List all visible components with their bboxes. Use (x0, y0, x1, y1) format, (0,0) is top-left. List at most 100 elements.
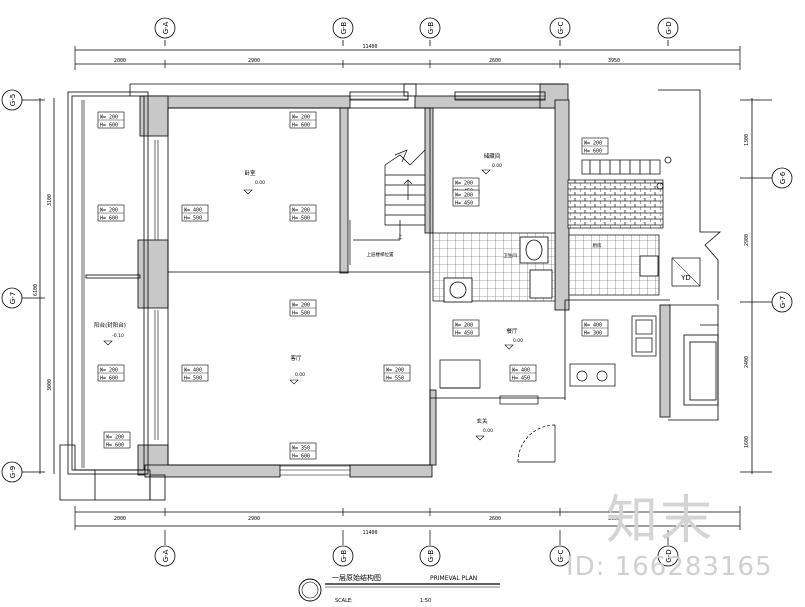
room-name: 储藏间 (484, 152, 501, 160)
window-height-text: H= 600 (100, 123, 118, 129)
window-width-text: W= 200 (386, 368, 404, 374)
axis-label: G-D (665, 549, 673, 562)
room-level: 0.00 (295, 372, 305, 378)
kitchen-fittings (439, 315, 657, 389)
dim-text: 2900 (248, 516, 260, 522)
dim-text: 6100 (33, 284, 39, 296)
dim-text: 11400 (362, 44, 377, 50)
bottom-dimension-lines (74, 506, 741, 545)
dim-text: 11400 (362, 530, 377, 536)
window-tag: W= 200 H= 600 (97, 364, 125, 382)
axis-label: G-5 (9, 94, 17, 106)
dim-text: 2600 (489, 58, 501, 64)
window-height-text: H= 600 (100, 376, 118, 382)
room-level: 0.00 (483, 428, 493, 434)
window-openings (280, 95, 545, 476)
axis-label: G-A (162, 22, 170, 35)
level-markers (103, 169, 514, 441)
window-tag: W= 400 H= 500 (181, 364, 209, 382)
window-height-text: H= 600 (584, 149, 602, 155)
dim-text: 1600 (744, 436, 750, 448)
axis-label: G-6 (779, 171, 787, 184)
stair-up-label: 上 (397, 233, 402, 240)
window-width-text: W= 200 (292, 208, 310, 214)
dim-text: 2000 (114, 516, 126, 522)
window-width-text: W= 200 (292, 303, 310, 309)
window-width-text: W= 200 (292, 115, 310, 121)
axis-bubble (332, 545, 354, 567)
dim-text: 1300 (744, 134, 750, 146)
window-width-text: W= 200 (584, 141, 602, 147)
axis-label: G-C (557, 549, 565, 562)
room-labels: 卧室 0.00 客厅 0.00 阳台(封阳台) -0.10 储藏间 0.00 餐… (94, 152, 602, 434)
bathroom-tiles (432, 232, 660, 303)
window-tags: W= 200 H= 600 W= 200 H= 600 W= 200 H= 600 W= 4… (97, 111, 609, 460)
window-height-text: H= 450 (455, 201, 473, 207)
window-height-text: H= 450 (512, 376, 530, 382)
staircase (349, 149, 426, 265)
window-width-text: W= 200 (100, 368, 118, 374)
room-level: 0.00 (492, 163, 502, 169)
scale-value: 1:50 (420, 598, 431, 604)
dim-text: 2900 (744, 234, 750, 246)
axis-label: G-B (340, 22, 348, 35)
window-height-text: H= 450 (455, 331, 473, 337)
window-height-text: H= 500 (292, 311, 310, 317)
axis-label: G-C (557, 21, 565, 34)
window-width-text: W= 400 (184, 208, 202, 214)
room-name: 卫生间 (503, 252, 517, 259)
room-level: -0.10 (112, 333, 124, 339)
scale-label: SCALE: (335, 598, 353, 604)
window-width-text: W= 400 (584, 323, 602, 329)
room-name: 阳台(封阳台) (94, 321, 126, 329)
window-tag: W= 400 H= 500 (181, 204, 209, 222)
window-height-text: H= 600 (292, 454, 310, 460)
window-height-text: H= 500 (184, 216, 202, 222)
axis-label: G-7 (779, 296, 787, 308)
dim-text: 2400 (744, 356, 750, 368)
dim-text: 3100 (47, 194, 53, 206)
yd-label: YD (680, 274, 691, 282)
drawing-title: 一层原始结构图 (332, 573, 381, 582)
watermark-logo: 知末 (606, 491, 715, 551)
left-axis-grid (1, 89, 55, 483)
axis-bubble (657, 17, 679, 39)
axis-bubble (419, 17, 441, 39)
axis-label: G-B (427, 22, 435, 35)
right-axis-grid (740, 98, 793, 474)
title-symbol-icon (298, 578, 322, 602)
window-width-text: W= 200 (455, 181, 473, 187)
window-height-text: H= 550 (386, 376, 404, 382)
top-dimension-text: 11400 2000 2900 2600 3950 (114, 44, 620, 64)
window-width-text: W= 400 (512, 368, 530, 374)
window-height-text: H= 600 (292, 123, 310, 129)
axis-bubble (549, 545, 571, 567)
window-tag: W= 200 H= 600 (289, 111, 317, 129)
room-level: 0.00 (513, 338, 523, 344)
drawing-subtitle: PRIMEVAL PLAN (430, 575, 477, 582)
left-axis-labels: G-5 G-7 G-9 (9, 94, 17, 478)
window-height-text: H= 500 (184, 376, 202, 382)
axis-bubble (154, 545, 176, 567)
dim-text: 3000 (47, 379, 53, 391)
title-block: 一层原始结构图 PRIMEVAL PLAN SCALE: 1:50 (298, 573, 500, 604)
room-level: 0.00 (255, 180, 265, 186)
watermark-id: ID: 166283165 (566, 552, 773, 582)
axis-bubble (154, 17, 176, 39)
top-axis-grid (154, 17, 679, 46)
axis-label: G-9 (9, 466, 17, 478)
window-tag: W= 400 H= 450 (509, 364, 537, 382)
window-width-text: W= 350 (292, 446, 310, 452)
window-tag: W= 350 H= 600 (289, 442, 317, 460)
dim-text: 3950 (608, 516, 620, 522)
entry-door (499, 395, 556, 463)
dim-text: 2900 (248, 58, 260, 64)
window-width-text: W= 400 (184, 368, 202, 374)
window-width-text: W= 200 (100, 208, 118, 214)
window-tag: W= 200 H= 550 (383, 364, 411, 382)
room-name: 玄关 (476, 417, 488, 425)
